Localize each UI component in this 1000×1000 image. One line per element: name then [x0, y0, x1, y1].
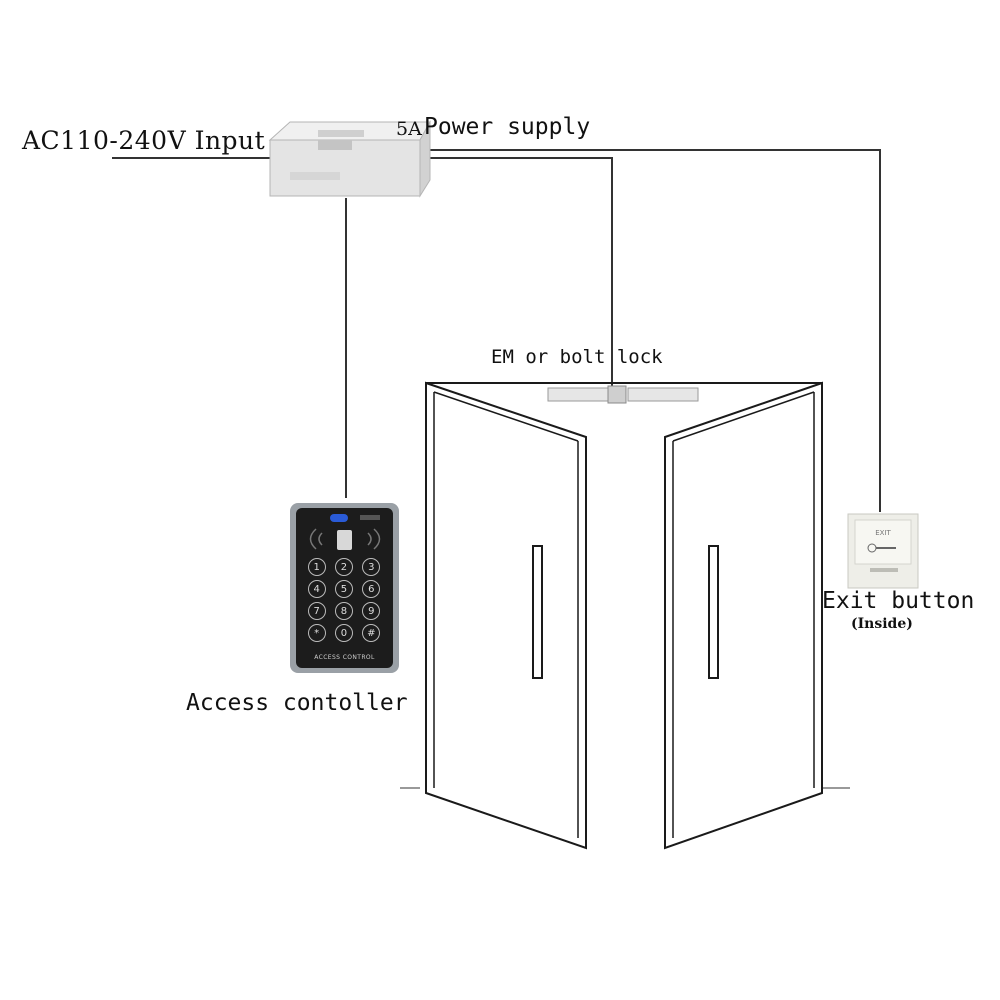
power-supply-box	[268, 120, 431, 198]
ac-input-label: AC110-240V Input	[22, 126, 266, 155]
keypad-key: #	[362, 624, 381, 642]
keypad-bottom-text: ACCESS CONTROL	[314, 654, 375, 661]
keypad-key: *	[307, 624, 326, 642]
keypad-key: 7	[307, 602, 326, 620]
right-door	[664, 381, 823, 850]
exit-button-wire	[430, 149, 881, 512]
keypad-key: 8	[334, 602, 353, 620]
keypad-key: 9	[362, 602, 381, 620]
power-supply-label: Power supply	[424, 114, 591, 140]
access-controller-label: Access contoller	[186, 690, 408, 716]
keypad-key: 6	[362, 580, 381, 598]
keypad-key: 1	[307, 558, 326, 576]
keypad-key: 3	[362, 558, 381, 576]
double-door	[400, 381, 850, 850]
lock-label: EM or bolt lock	[491, 346, 663, 368]
keypad-key: 4	[307, 580, 326, 598]
keypad-key: 5	[334, 580, 353, 598]
left-door-handle	[532, 545, 543, 679]
exit-button-label: Exit button	[822, 588, 975, 614]
exit-button-device: EXIT	[847, 513, 919, 589]
svg-text:EXIT: EXIT	[875, 529, 891, 537]
keypad-key: 0	[334, 624, 353, 642]
em-lock	[547, 385, 699, 404]
keypad-key: 2	[334, 558, 353, 576]
exit-inside-label: (Inside)	[851, 616, 913, 632]
amperage-label: 5A	[396, 118, 422, 140]
wiring	[112, 149, 881, 512]
left-door	[425, 381, 587, 850]
right-door-handle	[708, 545, 719, 679]
lock-wire	[430, 157, 613, 386]
brand-badge	[330, 514, 348, 522]
